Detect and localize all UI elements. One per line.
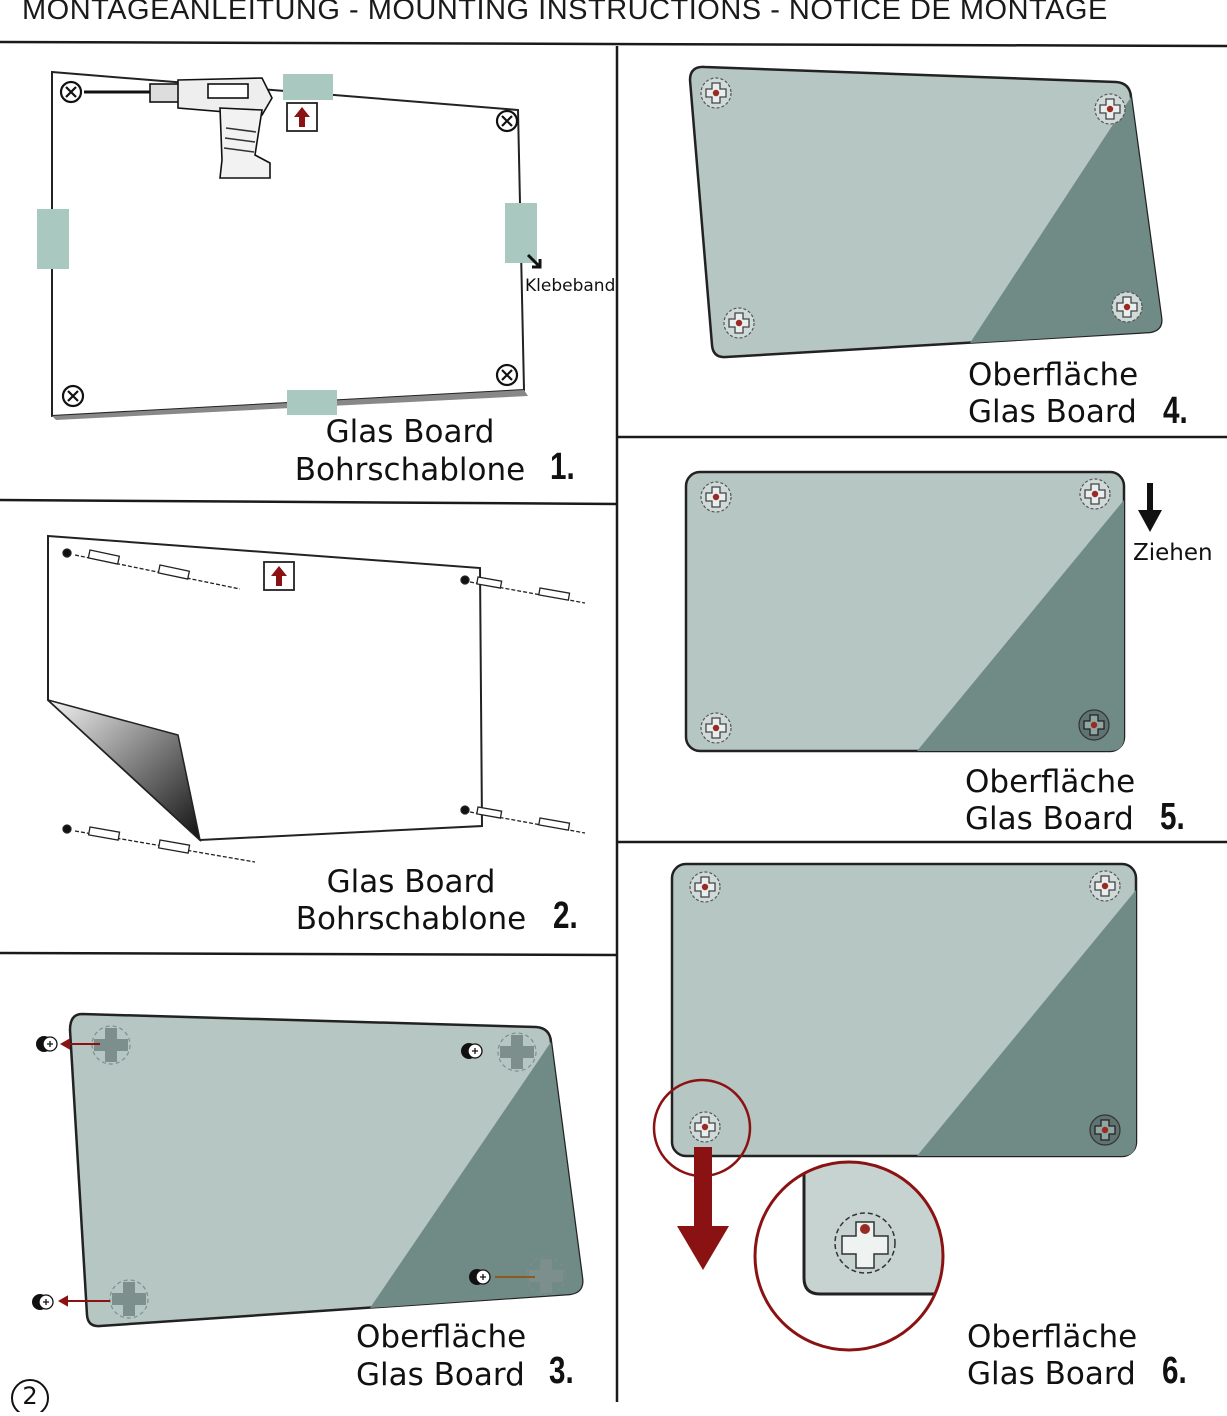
page-header: MONTAGEANLEITUNG - MOUNTING INSTRUCTIONS…	[0, 0, 1227, 42]
step-4-caption-line2: Glas Board	[968, 394, 1137, 430]
drill-icon	[84, 77, 273, 179]
step-4-number: 4.	[1163, 390, 1188, 432]
step-6-number: 6.	[1162, 1350, 1187, 1392]
mount-clip-icon	[1078, 709, 1110, 741]
tape-strip	[287, 390, 337, 415]
screw-icon	[35, 1035, 58, 1053]
screw-icon	[468, 1268, 491, 1286]
mount-clip-icon	[700, 481, 732, 513]
arrow-up-icon	[263, 561, 295, 591]
arrow-down-icon	[677, 1147, 729, 1270]
step-6-caption-line1: Oberfläche	[967, 1319, 1138, 1355]
pointer-arrow-icon	[526, 253, 542, 269]
step-1-number: 1.	[550, 446, 575, 488]
step-4-illustration	[688, 65, 1163, 359]
mount-clip-icon	[723, 307, 755, 339]
cross-circle-icon	[61, 384, 85, 408]
step-3-number: 3.	[549, 1350, 574, 1392]
arrow-up-icon	[286, 102, 318, 132]
mount-clip-icon	[1079, 478, 1111, 510]
mount-clip-icon	[689, 1111, 721, 1143]
step-5-caption-line1: Oberfläche	[965, 764, 1136, 800]
mount-clip-icon	[700, 712, 732, 744]
dowel-icon	[62, 548, 586, 863]
mount-clip-icon	[1094, 93, 1126, 125]
tape-strip	[283, 74, 333, 100]
step-3-caption-line2: Glas Board	[356, 1357, 525, 1393]
mount-clip-icon	[689, 871, 721, 903]
step-2-caption-line2: Bohrschablone	[295, 901, 527, 937]
step-2-illustration	[47, 534, 586, 863]
step-3-caption-line1: Oberfläche	[356, 1319, 527, 1355]
step-5-number: 5.	[1160, 796, 1185, 838]
mount-clip-icon	[1111, 291, 1143, 323]
cross-circle-icon	[495, 109, 519, 133]
step-2-number: 2.	[553, 895, 578, 937]
screw-icon	[460, 1042, 483, 1060]
screw-icon	[31, 1293, 54, 1311]
tape-strip	[37, 209, 69, 269]
cross-circle-icon	[495, 363, 519, 387]
arrow-down-icon	[1138, 483, 1162, 532]
page-number: 2	[12, 1380, 48, 1416]
page-number-circle	[11, 1379, 49, 1412]
cross-circle-icon	[59, 80, 83, 104]
step-1-illustration	[37, 70, 542, 420]
header-title: MONTAGEANLEITUNG - MOUNTING INSTRUCTIONS…	[22, 0, 1108, 26]
panel-dividers	[0, 40, 1227, 1402]
pull-label: Ziehen	[1133, 540, 1213, 566]
mount-clip-icon	[1089, 870, 1121, 902]
step-6-illustration	[652, 862, 1138, 1352]
step-5-illustration	[684, 470, 1162, 753]
step-1-caption-line2: Bohrschablone	[294, 452, 526, 488]
tape-strip	[505, 203, 537, 263]
step-2-caption-line1: Glas Board	[326, 864, 496, 900]
step-6-caption-line2: Glas Board	[967, 1356, 1136, 1392]
step-5-caption-line2: Glas Board	[965, 801, 1134, 837]
page-number-text: 2	[22, 1382, 38, 1410]
step-4-caption-line1: Oberfläche	[968, 357, 1139, 393]
zoom-detail	[753, 1160, 945, 1352]
mount-clip-icon	[1089, 1114, 1121, 1146]
step-1-caption-line1: Glas Board	[325, 414, 495, 450]
step-3-illustration	[31, 1012, 584, 1328]
tape-label: Klebeband	[525, 276, 616, 296]
mount-clip-icon	[700, 77, 732, 109]
